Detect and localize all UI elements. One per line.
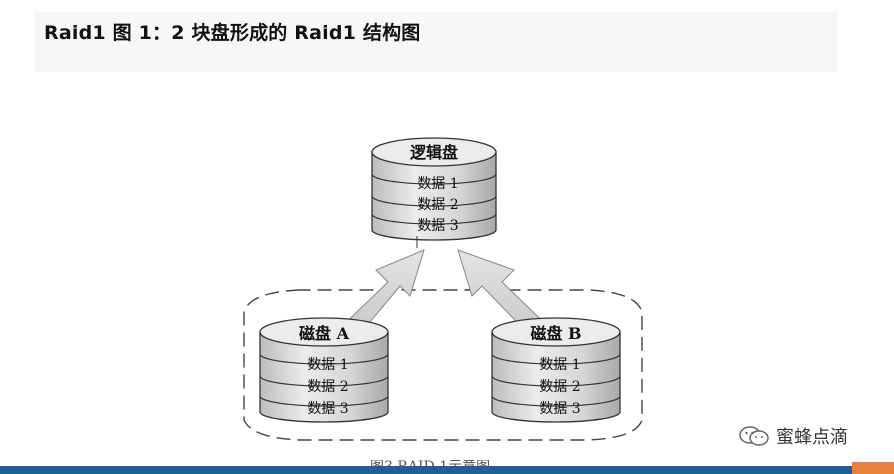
page-title: Raid1 图 1：2 块盘形成的 Raid1 结构图 xyxy=(44,22,421,44)
watermark-text: 蜜蜂点滴 xyxy=(776,427,848,448)
disk-a-label: 磁盘 A xyxy=(299,324,350,343)
disk-b-row-3: 数据 3 xyxy=(539,401,580,417)
disk-b-label: 磁盘 B xyxy=(530,324,581,343)
figure-caption: 图3 RAID 1示意图 xyxy=(370,460,490,466)
disk-b-row-1: 数据 1 xyxy=(539,357,580,373)
logical-disk-row-2: 数据 2 xyxy=(417,197,458,213)
logical-disk-row-3: 数据 3 xyxy=(417,218,458,234)
wechat-icon xyxy=(739,426,769,446)
disk-b-row-2: 数据 2 xyxy=(539,379,580,395)
logical-disk-label: 逻辑盘 xyxy=(410,143,458,162)
disk-group-outline xyxy=(243,289,643,441)
watermark: 蜜蜂点滴 xyxy=(738,424,848,448)
logical-disk-row-1: 数据 1 xyxy=(417,176,458,192)
disk-a-row-1: 数据 1 xyxy=(307,357,348,373)
bottom-bar xyxy=(0,466,894,474)
disk-a xyxy=(259,317,389,423)
disk-a-row-2: 数据 2 xyxy=(307,379,348,395)
disk-a-row-3: 数据 3 xyxy=(307,401,348,417)
corner-accent xyxy=(852,462,894,474)
logical-disk xyxy=(371,137,497,248)
title-bar xyxy=(34,12,838,72)
disk-b xyxy=(491,317,621,423)
